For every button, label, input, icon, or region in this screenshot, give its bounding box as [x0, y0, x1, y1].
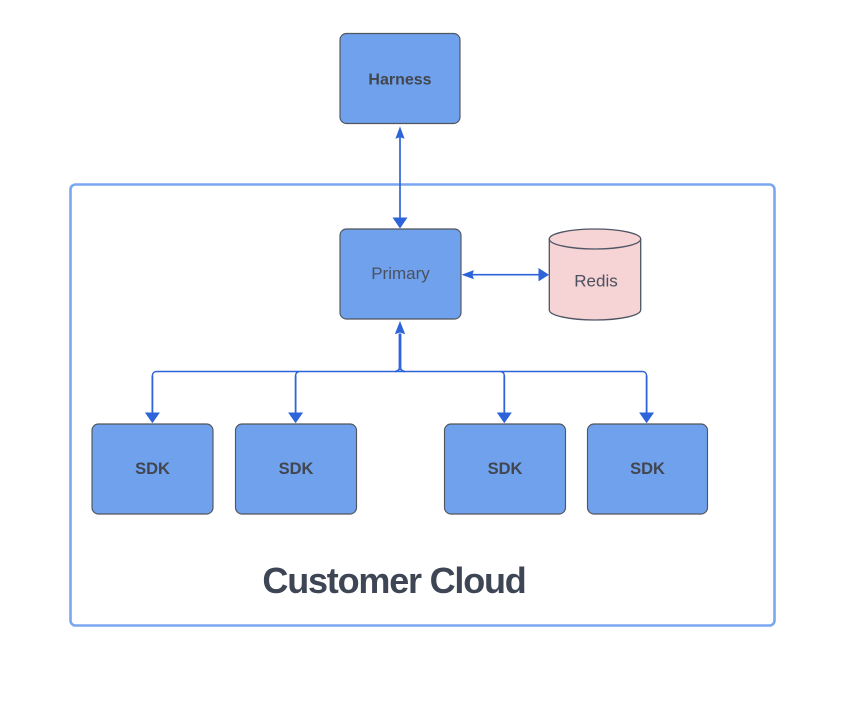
svg-text:SDK: SDK: [279, 460, 314, 478]
svg-text:SDK: SDK: [630, 460, 665, 478]
svg-text:Primary: Primary: [371, 264, 430, 283]
svg-text:SDK: SDK: [488, 460, 523, 478]
svg-text:SDK: SDK: [135, 460, 170, 478]
svg-text:Harness: Harness: [368, 72, 431, 89]
svg-text:Customer Cloud: Customer Cloud: [262, 560, 525, 601]
svg-text:Redis: Redis: [574, 272, 617, 291]
